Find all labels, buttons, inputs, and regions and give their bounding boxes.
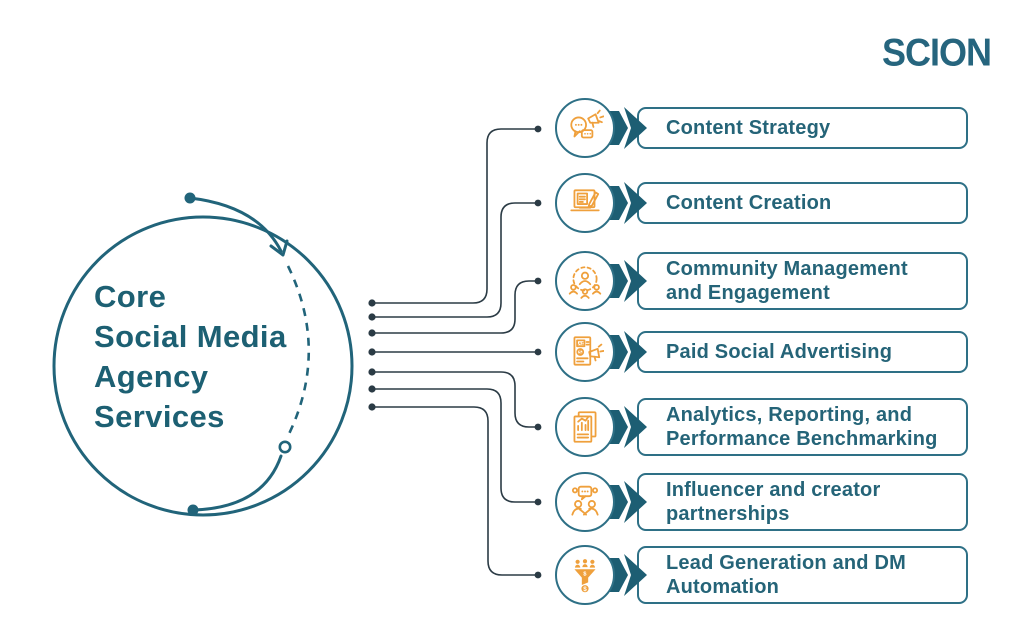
service-label-box: Influencer and creator partnerships [637, 473, 968, 531]
service-label-box: Content Strategy [637, 107, 968, 149]
service-row-content-creation: Content Creation [555, 173, 968, 233]
service-icon-circle [555, 173, 615, 233]
lead-funnel-icon: $ $ [574, 559, 596, 593]
service-icon-circle [555, 397, 615, 457]
influencer-chat-icon [571, 485, 599, 516]
service-icon-circle: $ $ [555, 545, 615, 605]
service-icon-circle: AD $ [555, 322, 615, 382]
service-row-community-management: Community Management and Engagement [555, 251, 968, 311]
hub-title-line: Social Media [94, 319, 287, 354]
megaphone-chat-icon [570, 109, 604, 139]
hub-title-line: Agency [94, 359, 209, 394]
service-label: Influencer and creator partnerships [666, 479, 881, 525]
svg-text:AD: AD [578, 341, 585, 347]
community-network-icon [568, 266, 602, 299]
service-label: Community Management and Engagement [666, 258, 908, 304]
service-label: Content Creation [666, 192, 832, 214]
hub-title-line: Core [94, 279, 167, 314]
service-label-box: Analytics, Reporting, and Performance Be… [637, 398, 968, 456]
hub-title-line: Services [94, 399, 225, 434]
service-label: Paid Social Advertising [666, 341, 893, 363]
service-icon-circle [555, 98, 615, 158]
analytics-report-icon [573, 411, 597, 443]
svg-text:$: $ [583, 572, 587, 578]
service-label: Content Strategy [666, 117, 831, 139]
service-row-lead-generation: $ $ Lead Generation and DM Automation [555, 545, 968, 605]
service-row-content-strategy: Content Strategy [555, 98, 968, 158]
ad-promotion-icon: AD $ [573, 336, 604, 366]
brand-logo: SCION [881, 30, 992, 75]
service-icon-circle [555, 472, 615, 532]
service-row-influencer: Influencer and creator partnerships [555, 472, 968, 532]
svg-text:$: $ [579, 350, 582, 356]
svg-text:$: $ [583, 586, 587, 593]
service-label: Lead Generation and DM Automation [666, 552, 906, 598]
service-icon-circle [555, 251, 615, 311]
service-label-box: Content Creation [637, 182, 968, 224]
service-label-box: Paid Social Advertising [637, 331, 968, 373]
laptop-edit-icon [570, 189, 600, 212]
hub-title: Core Social Media Agency Services [94, 277, 287, 437]
service-label-box: Lead Generation and DM Automation [637, 546, 968, 604]
service-label-box: Community Management and Engagement [637, 252, 968, 310]
service-row-analytics: Analytics, Reporting, and Performance Be… [555, 397, 968, 457]
service-label: Analytics, Reporting, and Performance Be… [666, 404, 938, 450]
service-row-paid-social: AD $ Paid Social Advertising [555, 322, 968, 382]
